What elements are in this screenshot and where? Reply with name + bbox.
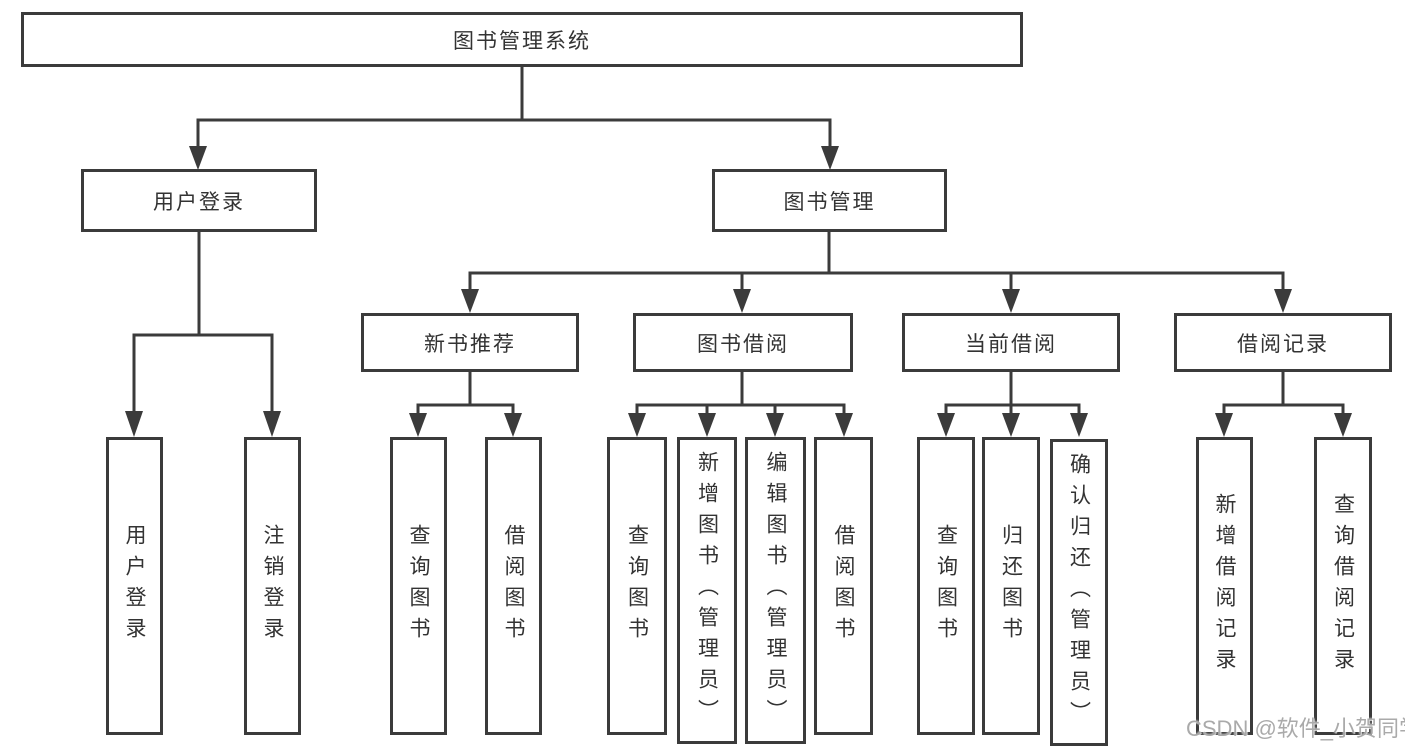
leaf-borrowing-borrow-books: 借阅图书	[814, 437, 873, 735]
node-book-borrowing: 图书借阅	[633, 313, 853, 372]
node-label: 注销登录	[261, 524, 284, 648]
node-label: 新增图书（管理员）	[695, 451, 719, 730]
leaf-current-query-books: 查询图书	[917, 437, 975, 735]
node-label: 用户登录	[123, 524, 146, 648]
node-label: 当前借阅	[965, 332, 1057, 356]
leaf-logout: 注销登录	[244, 437, 301, 735]
node-label: 查询图书	[934, 524, 958, 648]
node-label: 查询图书	[407, 524, 430, 648]
leaf-borrowing-edit-books-admin: 编辑图书（管理员）	[745, 437, 806, 744]
leaf-records-query-record: 查询借阅记录	[1314, 437, 1372, 735]
node-user-login: 用户登录	[81, 169, 317, 232]
leaf-borrowing-query-books: 查询图书	[607, 437, 667, 735]
node-label: 图书管理	[783, 190, 876, 214]
leaf-records-add-record: 新增借阅记录	[1196, 437, 1253, 735]
node-label: 图书借阅	[697, 332, 789, 356]
leaf-recommend-query-books: 查询图书	[390, 437, 447, 735]
leaf-current-return-books: 归还图书	[982, 437, 1040, 735]
node-label: 确认归还（管理员）	[1067, 453, 1091, 732]
node-label: 借阅图书	[832, 524, 855, 648]
node-label: 查询借阅记录	[1331, 493, 1355, 679]
leaf-user-login: 用户登录	[106, 437, 163, 735]
node-new-book-recommendation: 新书推荐	[361, 313, 579, 372]
leaf-recommend-borrow-books: 借阅图书	[485, 437, 542, 735]
node-root: 图书管理系统	[21, 12, 1023, 67]
node-label: 编辑图书（管理员）	[764, 451, 787, 730]
node-current-borrowing: 当前借阅	[902, 313, 1120, 372]
node-label: 查询图书	[625, 524, 649, 648]
node-label: 新书推荐	[424, 332, 516, 356]
node-borrowing-records: 借阅记录	[1174, 313, 1392, 372]
node-book-management: 图书管理	[712, 169, 947, 232]
csdn-watermark: CSDN @软件_小贺同学	[1186, 716, 1405, 741]
leaf-borrowing-add-books-admin: 新增图书（管理员）	[677, 437, 737, 744]
node-label: 归还图书	[999, 524, 1023, 648]
node-label: 图书管理系统	[453, 29, 591, 53]
node-label: 借阅图书	[502, 524, 525, 648]
node-label: 新增借阅记录	[1213, 493, 1236, 679]
node-label: 借阅记录	[1237, 332, 1329, 356]
leaf-current-confirm-return-admin: 确认归还（管理员）	[1050, 439, 1108, 746]
arrowheads	[125, 146, 1352, 437]
node-label: 用户登录	[153, 190, 245, 214]
